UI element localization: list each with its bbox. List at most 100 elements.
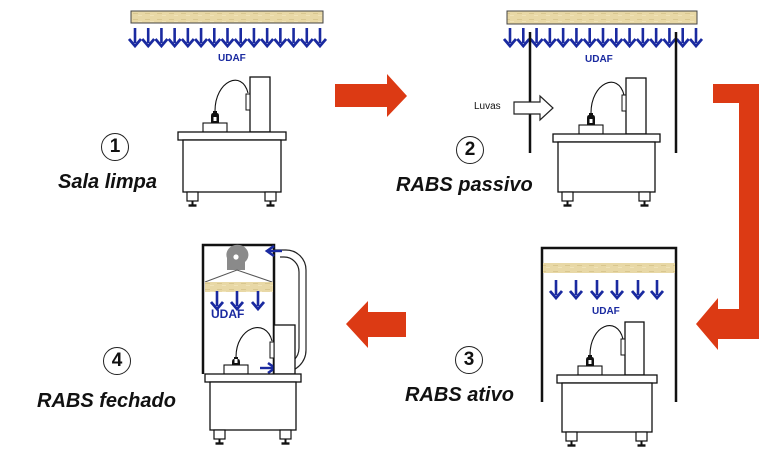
workstation bbox=[204, 324, 302, 445]
udaf-label: UDAF bbox=[218, 53, 246, 64]
table-body bbox=[561, 382, 653, 433]
airflow-arrow-icon bbox=[622, 26, 637, 48]
airflow-arrow-icon bbox=[609, 278, 625, 300]
stage-number-badge: 3 bbox=[455, 346, 483, 374]
connector-icon bbox=[620, 338, 626, 356]
table-body bbox=[182, 139, 282, 193]
table-top bbox=[177, 131, 287, 141]
udaf-label: UDAF bbox=[585, 54, 613, 65]
connector-icon bbox=[245, 93, 251, 111]
airflow-arrow-icon bbox=[272, 26, 288, 48]
udaf-label: UDAF bbox=[592, 306, 620, 317]
stage-number-badge: 1 bbox=[101, 133, 129, 161]
table-foot bbox=[561, 191, 574, 207]
airflow-arrow-icon bbox=[246, 26, 262, 48]
airflow-arrow-icon bbox=[555, 26, 571, 48]
table-top bbox=[204, 373, 302, 383]
stage-label: Sala limpa bbox=[58, 171, 157, 193]
equipment-tower bbox=[269, 324, 296, 375]
connector-icon bbox=[621, 94, 627, 112]
airflow-arrow-icon bbox=[548, 278, 564, 300]
sample-base bbox=[202, 122, 228, 133]
airflow-arrow-icon bbox=[648, 26, 664, 48]
table-foot bbox=[638, 191, 651, 207]
airflow-arrow-icon bbox=[569, 26, 584, 48]
airflow-arrow-icon bbox=[167, 26, 183, 48]
airflow-arrow-icon bbox=[582, 26, 598, 48]
airflow-arrow-icon bbox=[688, 26, 704, 48]
workstation bbox=[556, 321, 658, 447]
stage-number-badge: 2 bbox=[456, 136, 484, 164]
airflow-arrow-icon bbox=[649, 278, 665, 300]
airflow-arrows bbox=[502, 26, 704, 48]
filter-panel bbox=[130, 10, 324, 24]
equipment-tower bbox=[621, 77, 647, 135]
plenum-hood bbox=[204, 269, 273, 283]
table-foot bbox=[186, 191, 199, 207]
airflow-arrow-icon bbox=[299, 26, 315, 48]
sample-base bbox=[223, 364, 249, 375]
airflow-arrow-icon bbox=[502, 26, 518, 48]
airflow-arrow-icon bbox=[206, 26, 222, 48]
table-top bbox=[552, 133, 661, 143]
stage-3-active-rabs bbox=[540, 246, 678, 447]
stage-label: RABS passivo bbox=[396, 174, 533, 196]
airflow-arrow-icon bbox=[595, 26, 611, 48]
connector-icon bbox=[269, 341, 275, 359]
airflow-arrow-icon bbox=[259, 26, 275, 48]
filter-panel bbox=[205, 282, 273, 292]
stage-label: RABS fechado bbox=[37, 390, 176, 412]
stage-number-badge: 4 bbox=[103, 347, 131, 375]
table-foot bbox=[565, 431, 578, 447]
stage-label: RABS ativo bbox=[405, 384, 514, 406]
stage-2-passive-rabs bbox=[502, 10, 704, 207]
table-body bbox=[209, 381, 297, 431]
filter-panel bbox=[543, 263, 675, 273]
transition-arrow-1-to-2 bbox=[335, 74, 407, 117]
airflow-arrow-icon bbox=[154, 26, 169, 48]
airflow-arrow-icon bbox=[312, 26, 328, 48]
airflow-arrows bbox=[548, 278, 665, 300]
airflow-arrow-icon bbox=[220, 26, 235, 48]
glove-arrow-icon bbox=[513, 94, 554, 122]
cable bbox=[214, 79, 249, 112]
transition-arrow-3-to-4 bbox=[346, 301, 406, 348]
table-body bbox=[557, 141, 656, 193]
airflow-arrow-icon bbox=[180, 26, 196, 48]
stage-4-closed-rabs bbox=[201, 243, 307, 445]
workstation bbox=[552, 77, 661, 207]
airflow-arrow-icon bbox=[542, 26, 558, 48]
transition-arrow-2-to-3 bbox=[696, 84, 759, 350]
airflow-arrow-icon bbox=[589, 278, 605, 300]
table-foot bbox=[635, 431, 648, 447]
table-foot bbox=[213, 429, 226, 445]
airflow-arrow-icon bbox=[529, 26, 544, 48]
airflow-arrow-icon bbox=[233, 26, 249, 48]
airflow-arrow-icon bbox=[568, 278, 584, 300]
cable bbox=[590, 81, 625, 114]
sample-base bbox=[577, 365, 603, 376]
airflow-arrows bbox=[127, 26, 328, 48]
table-foot bbox=[279, 429, 292, 445]
table-foot bbox=[264, 191, 277, 207]
cable bbox=[589, 325, 624, 356]
sample-base bbox=[578, 124, 604, 135]
equipment-tower bbox=[245, 76, 271, 133]
enclosure bbox=[540, 246, 678, 402]
glove-label: Luvas bbox=[474, 101, 501, 112]
airflow-arrow-icon bbox=[630, 278, 646, 300]
airflow-arrow-icon bbox=[675, 26, 691, 48]
cable bbox=[235, 327, 273, 358]
airflow-arrow-icon bbox=[140, 26, 156, 48]
airflow-arrow-icon bbox=[662, 26, 677, 48]
airflow-arrow-icon bbox=[286, 26, 301, 48]
workstation bbox=[177, 76, 287, 207]
airflow-arrow-icon bbox=[608, 26, 624, 48]
udaf-label: UDAF bbox=[211, 307, 245, 321]
equipment-tower bbox=[620, 321, 645, 376]
fan-icon bbox=[226, 244, 249, 270]
airflow-arrow-icon bbox=[127, 26, 143, 48]
stage-1-clean-room bbox=[127, 10, 328, 207]
airflow-arrow-icon bbox=[515, 26, 531, 48]
